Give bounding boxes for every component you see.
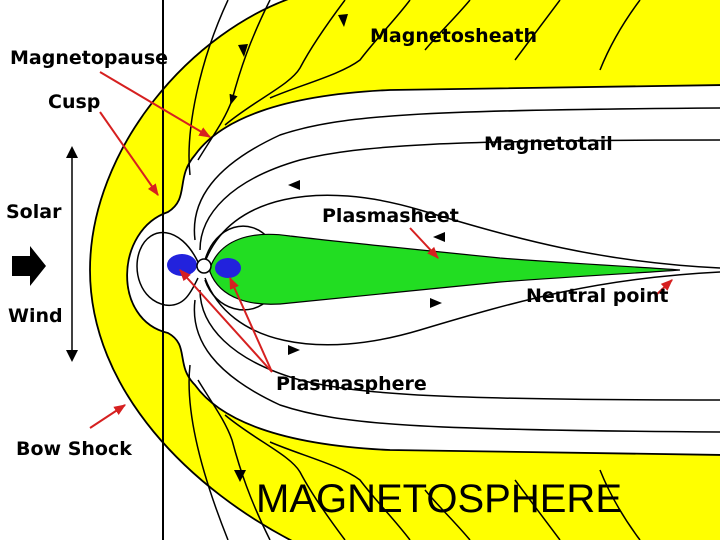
label-pointers [89,71,673,429]
bow-shock-line [89,0,293,540]
label-plasmasphere: Plasmasphere [276,373,427,395]
magnetosheath-field-lines-upper [188,0,641,176]
page-title: MAGNETOSPHERE [256,477,622,521]
label-solar: Solar [6,201,62,223]
solar-wind-arrow [12,246,46,286]
label-cusp: Cusp [48,91,100,113]
label-magnetopause: Magnetopause [10,47,168,69]
plasmasheet-region [209,233,681,305]
magnetotail-field-lines [193,107,720,433]
label-neutral-point: Neutral point [526,285,669,307]
closed-field-lines [136,194,720,346]
magnetopause-line [126,84,720,456]
label-wind: Wind [8,305,63,327]
label-magnetotail: Magnetotail [484,133,613,155]
label-bow-shock: Bow Shock [16,438,132,460]
label-plasmasheet: Plasmasheet [322,205,459,227]
label-magnetosheath: Magnetosheath [370,25,537,47]
magnetosheath-field-lines-lower [188,364,641,540]
